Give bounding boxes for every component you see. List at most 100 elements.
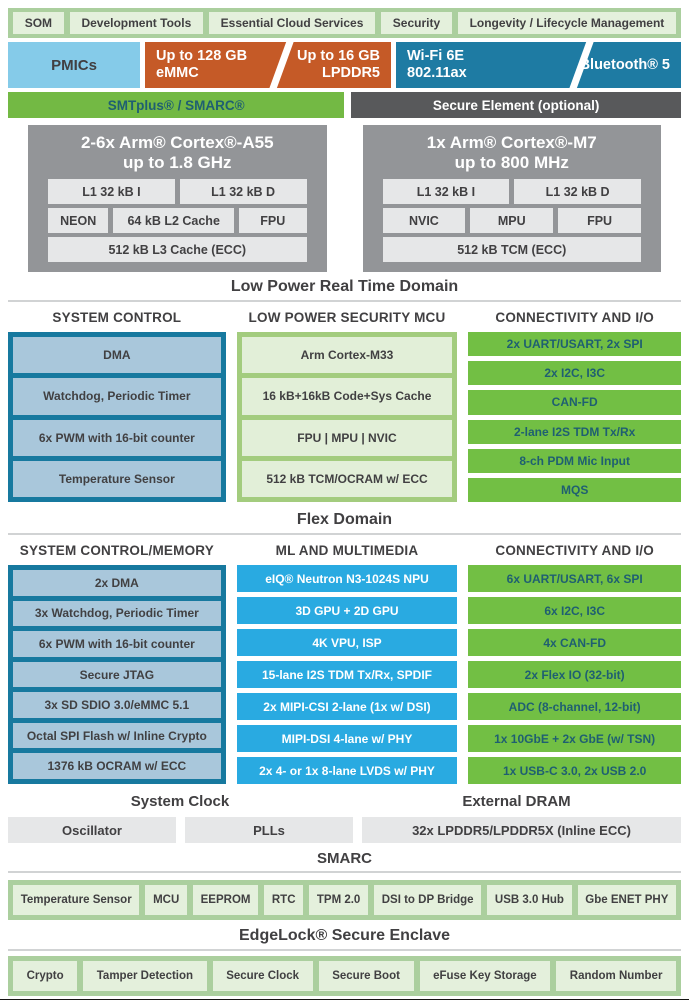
l1-icache-cell: L1 32 kB I bbox=[48, 179, 175, 205]
l2-cache-cell: 64 kB L2 Cache bbox=[113, 208, 235, 234]
top-banner-item: Essential Cloud Services bbox=[208, 12, 376, 34]
connectivity-block: 2x Flex IO (32-bit) bbox=[468, 661, 681, 688]
column-system-control: SYSTEM CONTROL DMA Watchdog, Periodic Tim… bbox=[8, 310, 226, 502]
smtplus-smarc-bar: SMTplus® / SMARC® bbox=[8, 92, 345, 118]
hardware-row: PMICs Up to 128 GB eMMC Up to 16 GB LPDD… bbox=[8, 42, 681, 88]
connectivity-block: 2x I2C, I3C bbox=[468, 361, 681, 386]
clock-dram-headings: System Clock External DRAM bbox=[8, 793, 681, 810]
plls-block: PLLs bbox=[185, 817, 353, 843]
edgelock-component: Tamper Detection bbox=[83, 961, 207, 991]
security-mcu-block: 512 kB TCM/OCRAM w/ ECC bbox=[241, 460, 453, 497]
lpddr-label: Up to 16 GB LPDDR5 bbox=[297, 48, 380, 81]
system-control-memory-block: 3x Watchdog, Periodic Timer bbox=[13, 600, 221, 627]
column-title: SYSTEM CONTROL bbox=[52, 310, 182, 325]
secure-element-bar: Secure Element (optional) bbox=[351, 92, 681, 118]
l1-dcache-cell: L1 32 kB D bbox=[514, 179, 641, 205]
connectivity-block: 2x UART/USART, 2x SPI bbox=[468, 332, 681, 357]
system-clock-heading: System Clock bbox=[130, 793, 230, 810]
ml-multimedia-stack: eIQ® Neutron N3-1024S NPU 3D GPU + 2D GPU… bbox=[236, 565, 458, 784]
bluetooth-label: Bluetooth® 5 bbox=[579, 56, 670, 73]
column-title: LOW POWER SECURITY MCU bbox=[248, 310, 446, 325]
divider bbox=[8, 300, 681, 302]
cortex-m7-block: 1x Arm® Cortex®-M7 up to 800 MHz L1 32 k… bbox=[362, 125, 661, 272]
edgelock-component: Random Number bbox=[556, 961, 677, 991]
column-title: CONNECTIVITY AND I/O bbox=[495, 310, 654, 325]
connectivity-block: CAN-FD bbox=[468, 390, 681, 415]
smarc-component: TPM 2.0 bbox=[309, 885, 369, 915]
smarc-component: EEPROM bbox=[192, 885, 259, 915]
connectivity-block: 6x UART/USART, 6x SPI bbox=[468, 565, 681, 592]
smarc-component: MCU bbox=[145, 885, 187, 915]
security-mcu-block: Arm Cortex-M33 bbox=[241, 337, 453, 374]
ml-multimedia-block: 2x 4- or 1x 8-lane LVDS w/ PHY bbox=[236, 757, 458, 784]
smarc-component: USB 3.0 Hub bbox=[487, 885, 572, 915]
flex-domain-columns: SYSTEM CONTROL DMA Watchdog, Periodic Tim… bbox=[8, 310, 681, 503]
edgelock-component: Secure Clock bbox=[212, 961, 313, 991]
system-control-block: Watchdog, Periodic Timer bbox=[13, 378, 221, 415]
mpu-cell: MPU bbox=[470, 208, 554, 234]
edgelock-component: eFuse Key Storage bbox=[419, 961, 551, 991]
smarc-component: Temperature Sensor bbox=[13, 885, 140, 915]
ml-multimedia-block: 15-lane I2S TDM Tx/Rx, SPDIF bbox=[236, 661, 458, 688]
column-title: CONNECTIVITY AND I/O bbox=[495, 543, 654, 558]
emmc-label: Up to 128 GB eMMC bbox=[156, 48, 248, 81]
connectivity-block: 1x USB-C 3.0, 2x USB 2.0 bbox=[468, 757, 681, 784]
connectivity-block: MQS bbox=[468, 477, 681, 503]
system-control-memory-block: 6x PWM with 16-bit counter bbox=[13, 631, 221, 657]
carrier-row: SMTplus® / SMARC® Secure Element (option… bbox=[8, 92, 681, 118]
security-mcu-block: 16 kB+16kB Code+Sys Cache bbox=[241, 378, 453, 415]
wifi-label: Wi-Fi 6E 802.11ax bbox=[407, 48, 467, 81]
diagonal-divider bbox=[264, 42, 298, 88]
smarc-heading: SMARC bbox=[317, 850, 372, 867]
connectivity-block: ADC (8-channel, 12-bit) bbox=[468, 693, 681, 720]
column-connectivity-1: CONNECTIVITY AND I/O 2x UART/USART, 2x S… bbox=[468, 310, 681, 503]
column-title: ML AND MULTIMEDIA bbox=[275, 543, 419, 558]
cortex-a55-block: 2-6x Arm® Cortex®-A55 up to 1.8 GHz L1 3… bbox=[28, 125, 327, 272]
divider bbox=[8, 949, 681, 951]
cpu-title: 1x Arm® Cortex®-M7 up to 800 MHz bbox=[426, 133, 597, 172]
lpddr-dram-block: 32x LPDDR5/LPDDR5X (Inline ECC) bbox=[362, 817, 681, 843]
system-control-memory-block: 2x DMA bbox=[13, 570, 221, 596]
system-control-block: Temperature Sensor bbox=[13, 460, 221, 497]
connectivity-block: 6x I2C, I3C bbox=[468, 597, 681, 624]
connectivity-block: 2-lane I2S TDM Tx/Rx bbox=[468, 419, 681, 444]
system-control-container: DMA Watchdog, Periodic Timer 6x PWM with 1… bbox=[8, 332, 226, 502]
connectivity-block: 8-ch PDM Mic Input bbox=[468, 448, 681, 473]
system-control-memory-block: 3x SD SDIO 3.0/eMMC 5.1 bbox=[13, 692, 221, 718]
low-power-domain-heading: Low Power Real Time Domain bbox=[230, 278, 459, 295]
system-control-block: DMA bbox=[13, 337, 221, 374]
tcm-cell: 512 kB TCM (ECC) bbox=[382, 237, 641, 262]
ml-multimedia-block: 3D GPU + 2D GPU bbox=[236, 597, 458, 624]
column-ml-multimedia: ML AND MULTIMEDIA eIQ® Neutron N3-1024S … bbox=[236, 543, 458, 784]
edgelock-heading: EdgeLock® Secure Enclave bbox=[239, 927, 450, 944]
system-control-block: 6x PWM with 16-bit counter bbox=[13, 419, 221, 456]
oscillator-block: Oscillator bbox=[8, 817, 176, 843]
divider bbox=[8, 533, 681, 535]
ml-multimedia-block: eIQ® Neutron N3-1024S NPU bbox=[236, 565, 458, 592]
smarc-component: Gbe ENET PHY bbox=[577, 885, 677, 915]
security-mcu-block: FPU | MPU | NVIC bbox=[241, 419, 453, 456]
top-banner-item: Longevity / Lifecycle Management bbox=[457, 12, 676, 34]
ml-multimedia-block: 4K VPU, ISP bbox=[236, 629, 458, 656]
connectivity-block: 1x 10GbE + 2x GbE (w/ TSN) bbox=[468, 725, 681, 752]
connectivity-stack: 2x UART/USART, 2x SPI 2x I2C, I3C CAN-FD 2-… bbox=[468, 332, 681, 503]
pmics-block: PMICs bbox=[8, 42, 140, 88]
divider bbox=[8, 871, 681, 873]
nvic-cell: NVIC bbox=[382, 208, 466, 234]
system-control-memory-block: Secure JTAG bbox=[13, 661, 221, 688]
clock-dram-blocks: Oscillator PLLs 32x LPDDR5/LPDDR5X (Inli… bbox=[8, 817, 681, 843]
neon-cell: NEON bbox=[48, 208, 109, 234]
edgelock-component: Crypto bbox=[13, 961, 78, 991]
l1-icache-cell: L1 32 kB I bbox=[382, 179, 510, 205]
fpu-cell: FPU bbox=[239, 208, 307, 234]
l3-cache-cell: 512 kB L3 Cache (ECC) bbox=[48, 237, 307, 262]
column-security-mcu: LOW POWER SECURITY MCU Arm Cortex-M33 16 … bbox=[236, 310, 458, 502]
edgelock-component: Secure Boot bbox=[318, 961, 414, 991]
